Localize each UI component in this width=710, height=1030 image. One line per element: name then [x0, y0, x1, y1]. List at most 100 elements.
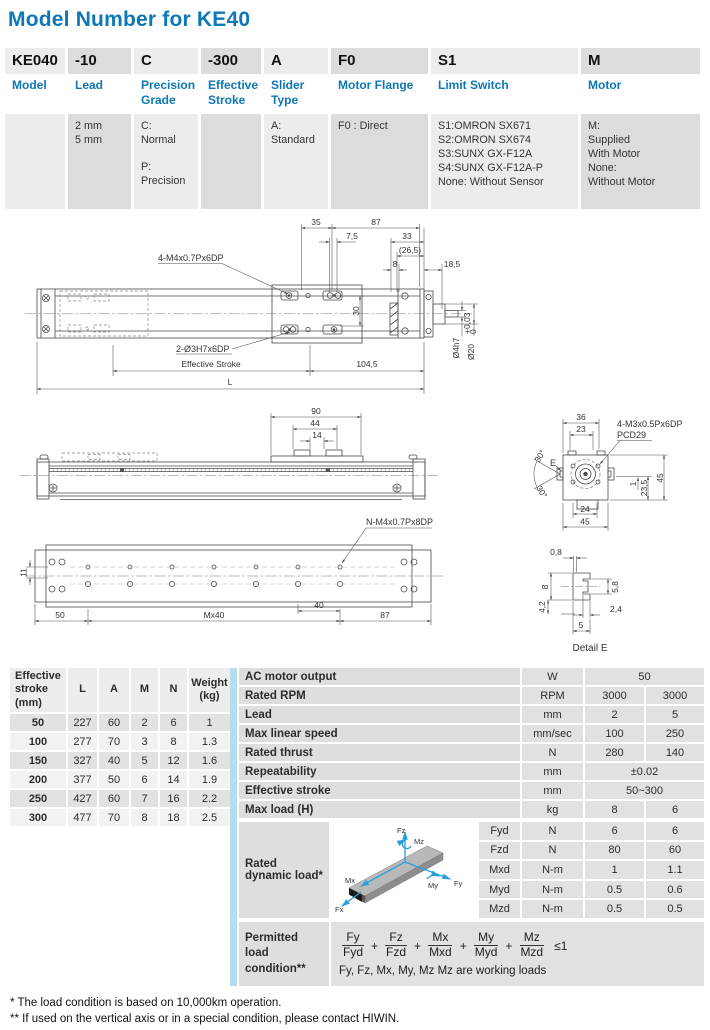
spec-value: ±0.02 [585, 763, 704, 780]
dim-35: 35 [311, 217, 321, 227]
cell: 277 [68, 733, 97, 750]
dim-36: 36 [576, 412, 586, 422]
model-col-label: Lead [68, 74, 131, 114]
dim-90: 90 [311, 406, 321, 416]
model-col-options: A: Standard [264, 114, 328, 209]
dim-18-5: 18,5 [444, 259, 461, 269]
cell: 70 [99, 733, 129, 750]
dim-24: 24 [580, 504, 590, 514]
page-title: Model Number for KE40 [8, 8, 251, 31]
dyn-value: 6 [585, 822, 644, 840]
dim-8: 8 [393, 259, 398, 269]
option-line: None: [588, 162, 617, 175]
cell: 150 [10, 752, 66, 769]
cell: 2 [131, 714, 158, 731]
model-col-label: Motor [581, 74, 700, 114]
spec-label: Repeatability [239, 763, 520, 780]
dyn-value: 0.5 [585, 900, 644, 918]
dim-23: 23 [576, 424, 586, 434]
dim-dia20: Ø20 [466, 344, 476, 360]
label-detail-e-marker: E [550, 458, 556, 468]
cell: 327 [68, 752, 97, 769]
dim-4-2: 4,2 [537, 601, 547, 613]
option-line: S1:OMRON SX671 [438, 120, 532, 132]
cell: 18 [160, 809, 187, 826]
dim-mx40: Mx40 [204, 610, 225, 620]
option-line: S3:SUNX GX-F12A [438, 148, 533, 161]
dyn-name: Mxd [479, 861, 520, 879]
model-col-slider-type: A Slider Type A: Standard [264, 48, 328, 209]
model-col-options: C: Normal P: Precision [134, 114, 198, 209]
cell: 14 [160, 771, 187, 788]
cell: 427 [68, 790, 97, 807]
dyn-unit: N-m [522, 900, 583, 918]
model-code: M [581, 48, 700, 74]
spec-value: 2 [585, 706, 644, 723]
dyn-row: Rated dynamic load* [239, 822, 704, 918]
model-number-table: KE040 Model -10 Lead 2 mm 5 mm C Precisi… [5, 48, 703, 209]
cell: 60 [99, 790, 129, 807]
model-col-options: 2 mm 5 mm [68, 114, 131, 209]
model-col-label: Effective Stroke [201, 74, 261, 114]
spec-label: Rated thrust [239, 744, 520, 761]
col-header: M [131, 668, 158, 712]
option-line: 2 mm [75, 120, 102, 132]
dim-45-bottom: 45 [580, 517, 590, 527]
option-line: F0 : Direct [338, 120, 388, 132]
dim-0-8: 0,8 [550, 547, 562, 557]
cell: 1.6 [189, 752, 230, 769]
spec-value: 250 [646, 725, 704, 742]
axis-label-mx: Mx [345, 876, 355, 885]
dyn-unit: N-m [522, 880, 583, 899]
frac-denominator: Fyd [343, 945, 364, 959]
axis-label-fy: Fy [454, 879, 463, 888]
option-line: Without Motor [588, 176, 656, 189]
spec-unit: N [522, 744, 583, 761]
model-col-label: Motor Flange [331, 74, 428, 114]
col-header: Weight (kg) [189, 668, 230, 712]
option-line: 5 mm [75, 134, 102, 147]
spec-unit: RPM [522, 687, 583, 704]
plus-sign: + [459, 938, 467, 953]
stroke-dimension-table: Effective stroke (mm) L A M N Weight (kg… [8, 666, 232, 828]
frac-numerator: Fz [385, 930, 407, 946]
axis-label-mz: Mz [414, 837, 424, 846]
dim-40: 40 [314, 600, 324, 610]
dim-23-5: 23,5 [639, 479, 649, 496]
dim-2-4: 2,4 [610, 604, 622, 614]
frac-denominator: Mxd [429, 945, 452, 959]
label-4-m4: 4-M4x0.7Px6DP [158, 253, 224, 263]
spec-label: Max linear speed [239, 725, 520, 742]
dyn-value: 1.1 [646, 861, 704, 879]
dim-8-detail: 8 [540, 584, 550, 589]
frac-numerator: Mx [428, 930, 453, 946]
formula-note: Fy, Fz, Mx, My, Mz Mz are working loads [339, 964, 547, 977]
model-col-label: Limit Switch [431, 74, 578, 114]
dyn-value: 0.5 [585, 880, 644, 899]
dim-50: 50 [55, 610, 65, 620]
cell: 1.9 [189, 771, 230, 788]
cell: 2.5 [189, 809, 230, 826]
dim-dia20-tol-up: +0,03 [462, 312, 472, 334]
option-line: None: Without Sensor [438, 176, 544, 189]
option-line: A: [271, 120, 282, 132]
cell: 7 [131, 790, 158, 807]
dim-L: L [228, 377, 233, 387]
model-col-options: M: Supplied With Motor None: Without Mot… [581, 114, 700, 209]
dyn-value: 60 [646, 841, 704, 860]
footnotes: * The load condition is based on 10,000k… [10, 995, 399, 1027]
model-col-options [201, 114, 261, 209]
label-pcd29: PCD29 [617, 430, 646, 440]
plus-sign: + [371, 938, 379, 953]
dyn-unit: N [522, 822, 583, 840]
dim-30: 30 [351, 306, 361, 316]
dim-44: 44 [310, 418, 320, 428]
dim-dia4: Ø4h7 [451, 337, 461, 358]
